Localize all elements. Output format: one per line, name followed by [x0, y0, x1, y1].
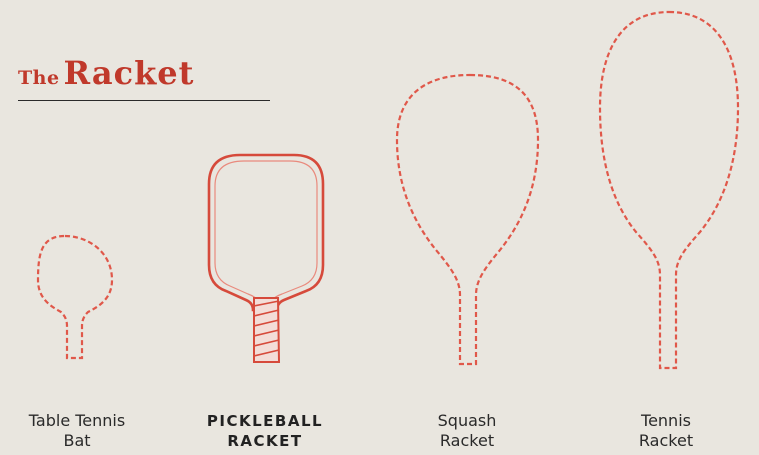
table-tennis-bat-icon [38, 236, 112, 358]
squash-racket-label: Squash Racket [387, 411, 547, 451]
tennis-racket-label: Tennis Racket [586, 411, 746, 451]
tennis-racket-icon [600, 12, 738, 368]
pickleball-grip-icon [254, 298, 279, 362]
pickleball-racket-icon [209, 155, 323, 362]
squash-racket-icon [397, 75, 538, 364]
table-tennis-bat-label: Table Tennis Bat [0, 411, 157, 451]
pickleball-racket-label: PICKLEBALL RACKET [185, 411, 345, 451]
